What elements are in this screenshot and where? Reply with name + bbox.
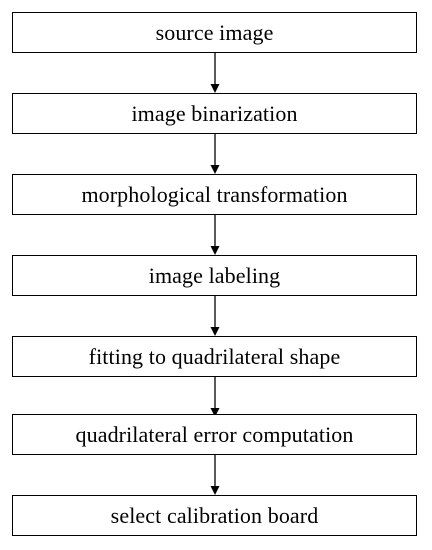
step-label: quadrilateral error computation — [75, 421, 354, 447]
arrow-down-icon — [209, 134, 221, 174]
arrow-down-icon — [209, 296, 221, 336]
step-label: select calibration board — [110, 502, 319, 528]
arrow-down-icon — [209, 377, 221, 417]
step-label: source image — [155, 19, 274, 45]
step-label: fitting to quadrilateral shape — [88, 343, 341, 369]
arrow-down-icon — [209, 53, 221, 93]
arrow-down-icon — [209, 455, 221, 495]
step-quadrilateral-error-computation: quadrilateral error computation — [12, 414, 417, 455]
step-image-binarization: image binarization — [12, 93, 417, 134]
step-select-calibration-board: select calibration board — [12, 495, 417, 536]
step-label: image binarization — [131, 100, 298, 126]
step-image-labeling: image labeling — [12, 255, 417, 296]
step-label: image labeling — [148, 262, 281, 288]
step-fitting-quadrilateral: fitting to quadrilateral shape — [12, 336, 417, 377]
step-source-image: source image — [12, 12, 417, 53]
step-morphological-transformation: morphological transformation — [12, 174, 417, 215]
step-label: morphological transformation — [81, 181, 348, 207]
arrow-down-icon — [209, 215, 221, 255]
